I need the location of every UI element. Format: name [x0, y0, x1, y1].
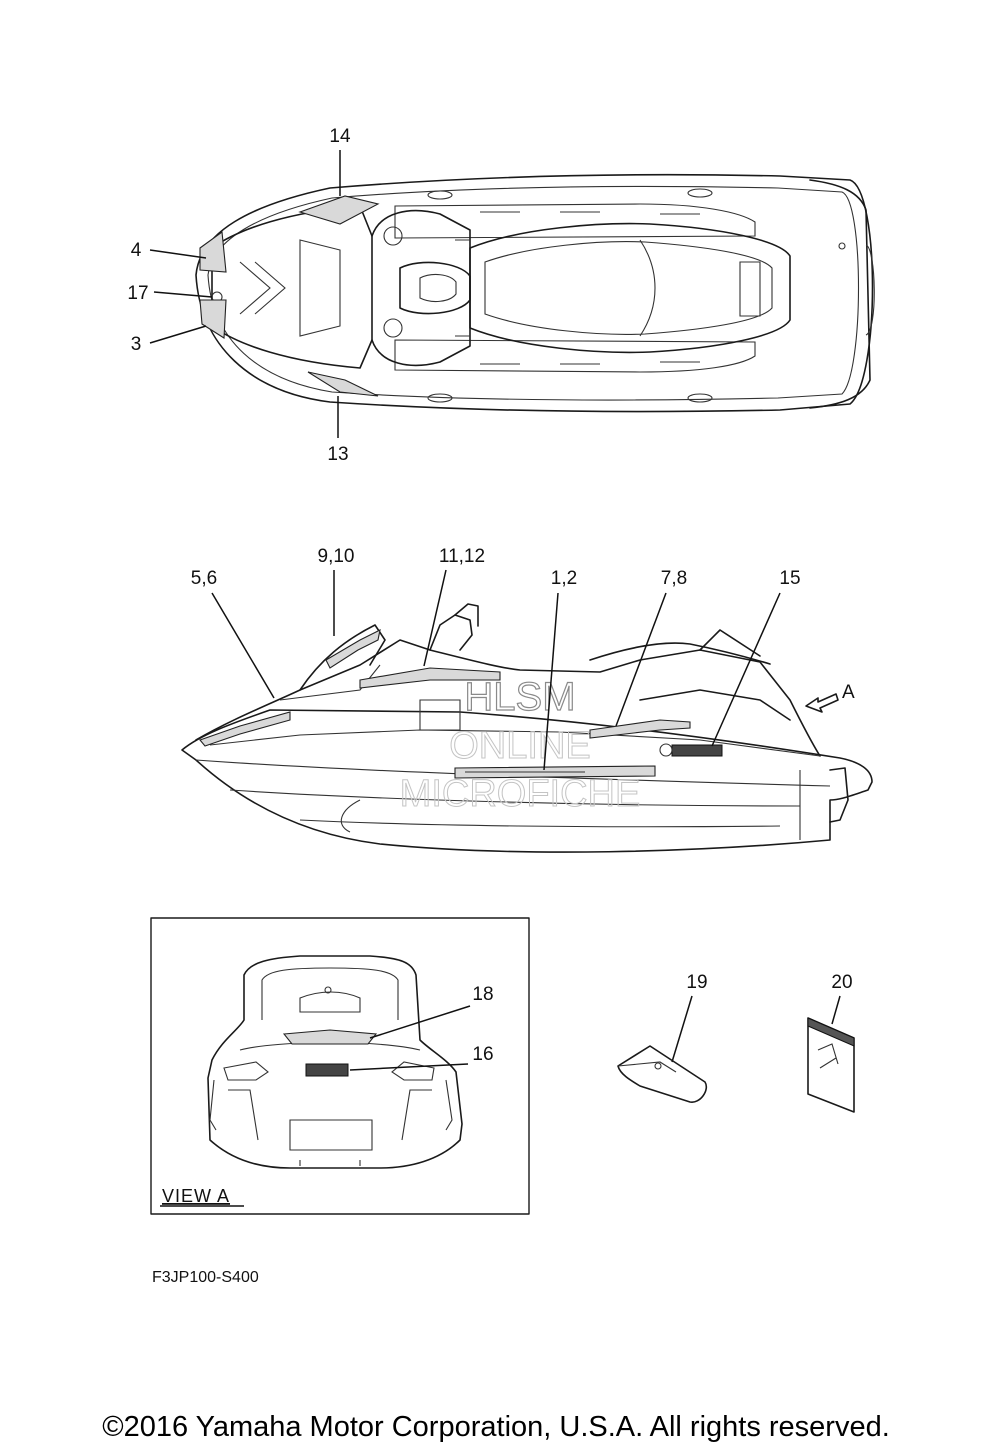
callout-5-6: 5,6 — [191, 568, 217, 589]
callout-20: 20 — [831, 972, 852, 993]
callout-9-10: 9,10 — [318, 546, 355, 567]
copyright-notice: ©2016 Yamaha Motor Corporation, U.S.A. A… — [102, 1411, 890, 1443]
inset-title: VIEW A — [162, 1186, 230, 1206]
view-a-callouts: 18 16 — [349, 984, 494, 1071]
view-a-arrow-label: A — [842, 682, 855, 703]
callout-13: 13 — [327, 444, 348, 465]
view-a-arrow — [805, 693, 839, 713]
callout-4: 4 — [131, 240, 142, 261]
top-view-watercraft — [195, 173, 875, 413]
watermark-line-3: MICROFICHE — [400, 773, 641, 815]
callout-15: 15 — [779, 568, 800, 589]
diagram-code: F3JP100-S400 — [152, 1269, 259, 1286]
callout-7-8: 7,8 — [661, 568, 687, 589]
view-a-inset — [150, 917, 530, 1215]
callout-14: 14 — [329, 126, 351, 147]
callout-19: 19 — [686, 972, 707, 993]
side-view-watercraft: A — [181, 603, 873, 853]
watermark-line-2: ONLINE — [449, 725, 590, 767]
side-view-callouts: 9,10 11,12 5,6 1,2 7,8 15 — [191, 546, 801, 771]
watermark: HLSM ONLINE MICROFICHE — [399, 674, 641, 815]
part-20-sheet: 20 — [807, 972, 855, 1113]
callout-3: 3 — [131, 334, 142, 355]
callout-17: 17 — [127, 283, 148, 304]
callout-16: 16 — [472, 1044, 493, 1065]
top-view-callouts: 14 4 17 3 13 — [127, 126, 351, 465]
callout-1-2: 1,2 — [551, 568, 577, 589]
callout-18: 18 — [472, 984, 493, 1005]
part-19-pouch: 19 — [617, 972, 708, 1103]
callout-11-12: 11,12 — [439, 546, 485, 567]
watermark-line-1: HLSM — [464, 675, 575, 719]
